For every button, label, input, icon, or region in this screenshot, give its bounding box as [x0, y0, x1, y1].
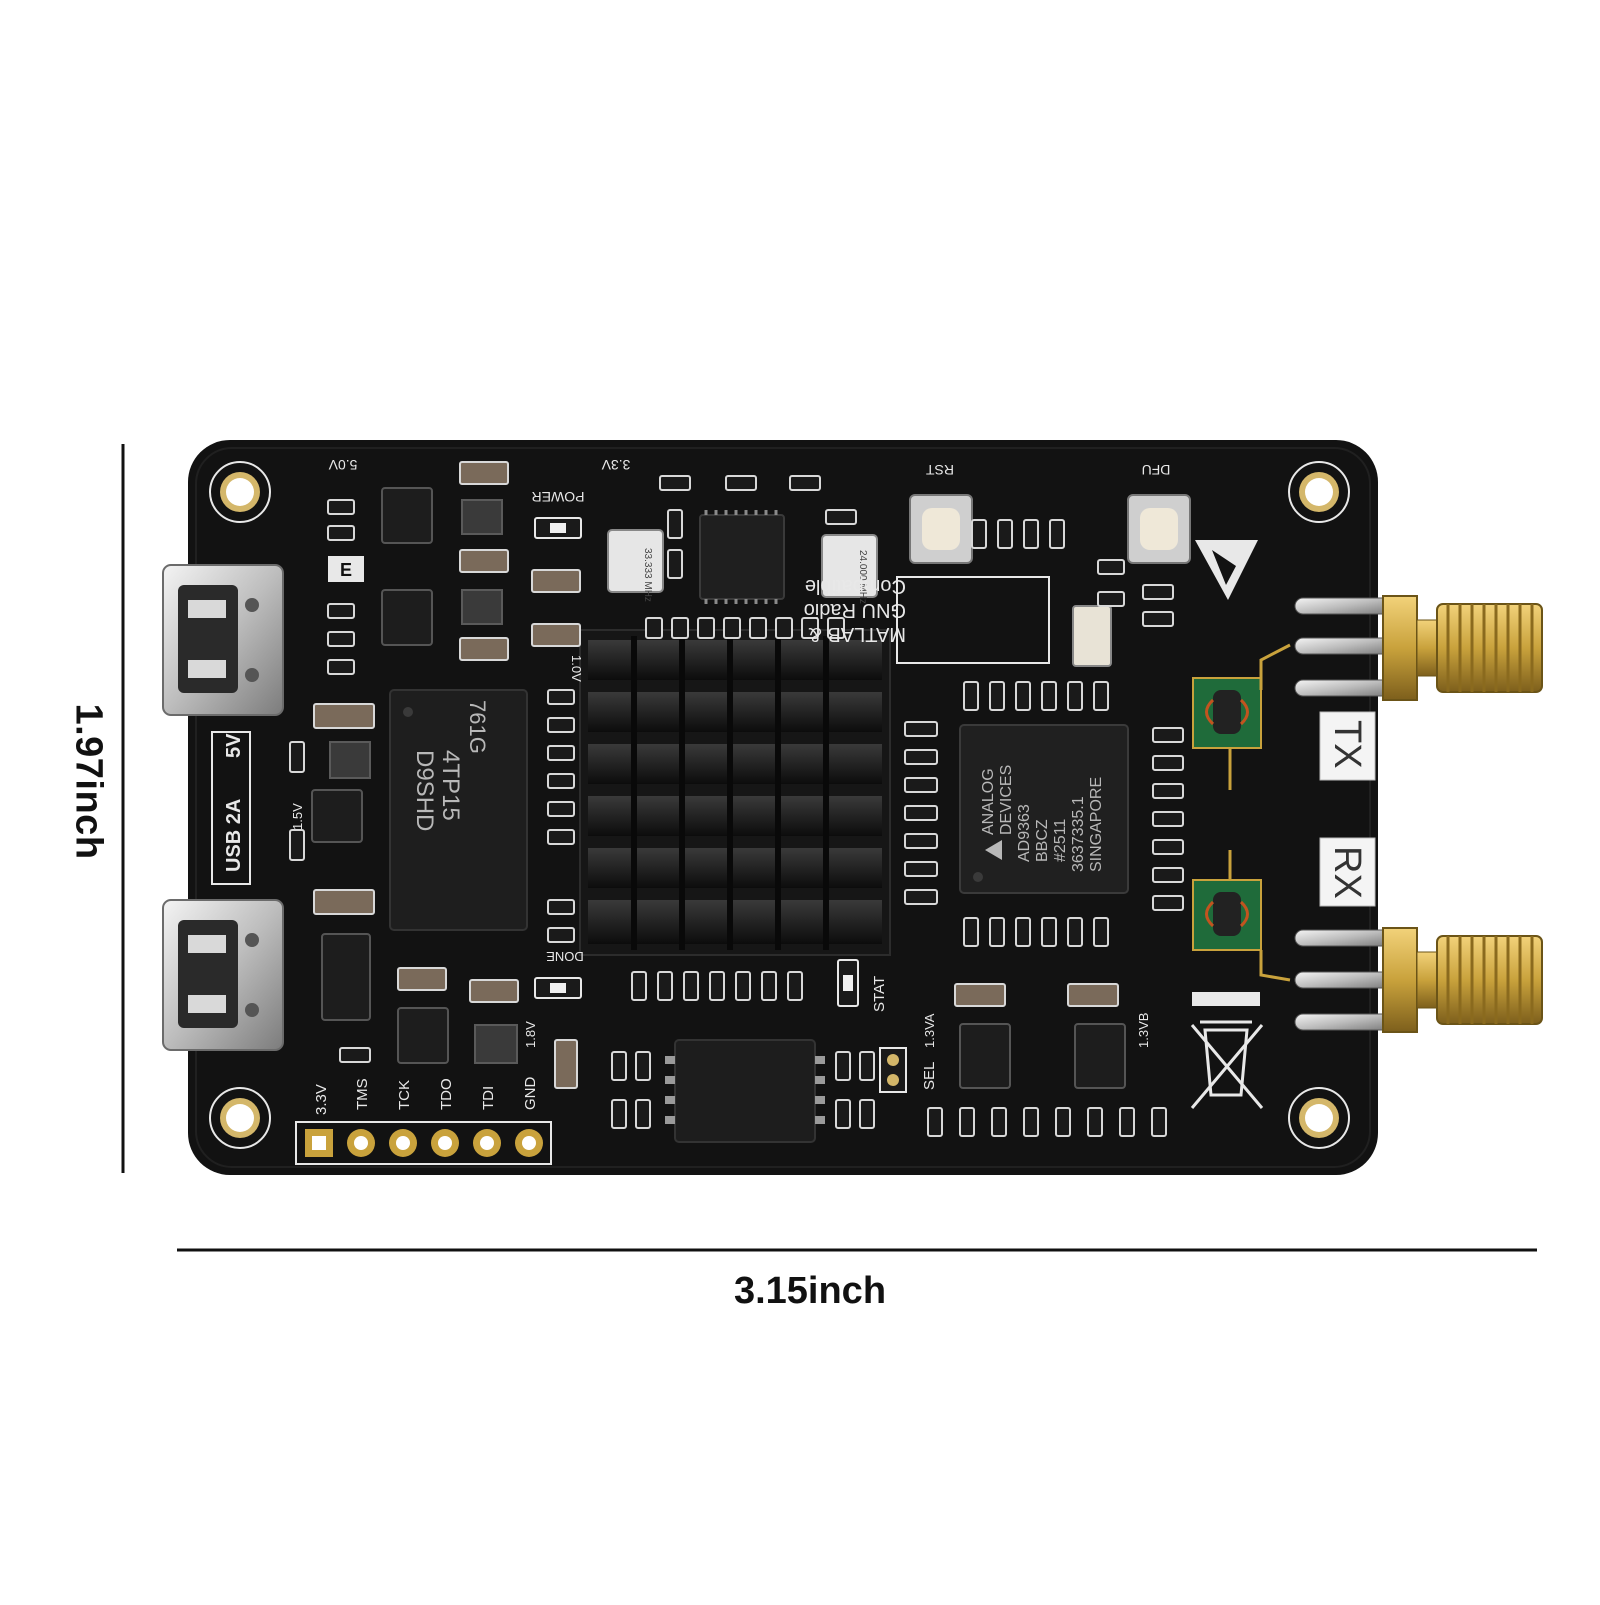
svg-text:TDO: TDO: [438, 1078, 455, 1110]
label-1v3vb: 1.3VB: [1136, 1013, 1151, 1048]
esd-warning-icon: [1195, 540, 1258, 600]
usb-controller-chip: [699, 510, 785, 604]
label-5v: 5.0V: [328, 457, 357, 473]
width-dimension-label: 3.15inch: [733, 1270, 887, 1312]
done-led: [534, 977, 582, 999]
regulator-chip: [311, 487, 1126, 1089]
usb-power-label: USB 2A 5V: [211, 731, 251, 885]
svg-text:D9SHD: D9SHD: [411, 750, 438, 831]
svg-text:761G: 761G: [465, 700, 490, 754]
svg-text:GNU Radio: GNU Radio: [804, 599, 906, 621]
svg-text:3637335.1: 3637335.1: [1070, 796, 1087, 872]
tx-balun: [1192, 677, 1262, 749]
label-1v3va: 1.3VA: [922, 1013, 937, 1048]
svg-text:33.333 MHz: 33.333 MHz: [642, 548, 653, 602]
svg-text:5V: 5V: [223, 733, 245, 758]
ram-chip: 761G 4TP15 D9SHD: [389, 689, 528, 931]
sma-connector-rx[interactable]: [1294, 927, 1543, 1033]
label-dfu: DFU: [1142, 462, 1171, 478]
svg-text:RX: RX: [1326, 846, 1368, 899]
compatibility-label: MATLAB & GNU Radio Compatible: [804, 575, 1050, 664]
mounting-hole: [1288, 461, 1350, 523]
sma-connector-tx[interactable]: [1294, 595, 1543, 701]
svg-text:24.000 MHz: 24.000 MHz: [857, 550, 868, 604]
weee-bin-icon: [1190, 992, 1264, 1109]
power-led: [534, 517, 582, 539]
sel-jumper[interactable]: [879, 1047, 907, 1093]
svg-text:4TP15: 4TP15: [437, 750, 464, 821]
height-dimension-label: 1.97inch: [67, 703, 110, 860]
stat-led: [837, 959, 859, 1007]
mounting-hole: [209, 461, 271, 523]
rx-label: RX: [1319, 837, 1376, 907]
dfu-button[interactable]: [1127, 494, 1191, 564]
heatsink: [579, 629, 891, 956]
crystal-oscillator: 24.000 MHz: [821, 534, 878, 604]
svg-text:DEVICES: DEVICES: [998, 765, 1015, 835]
jtag-pin-labels: 3.3V TMS TCK TDO TDI GND: [313, 1077, 539, 1116]
power-inductor: [329, 499, 518, 1064]
svg-text:BBCZ: BBCZ: [1034, 819, 1051, 862]
flash-memory-chip: [665, 1039, 825, 1143]
label-power: POWER: [532, 489, 585, 505]
mounting-hole: [1288, 1087, 1350, 1149]
svg-text:3.3V: 3.3V: [313, 1084, 330, 1115]
label-3v3-top: 3.3V: [601, 457, 630, 473]
svg-text:TX: TX: [1326, 720, 1368, 769]
svg-text:AD9363: AD9363: [1016, 804, 1033, 862]
svg-text:MATLAB &: MATLAB &: [808, 623, 906, 645]
svg-text:ANALOG: ANALOG: [980, 768, 997, 835]
svg-text:Compatible: Compatible: [805, 575, 906, 597]
smd-component: [289, 461, 1184, 1137]
label-sel: SEL: [921, 1062, 938, 1090]
usb-c-port-bottom[interactable]: [162, 899, 284, 1051]
crystal-oscillator: 33.333 MHz: [607, 529, 664, 602]
jtag-header[interactable]: [295, 1121, 552, 1165]
mounting-hole: [209, 1087, 271, 1149]
svg-text:SINGAPORE: SINGAPORE: [1088, 777, 1105, 872]
tx-label: TX: [1319, 711, 1376, 781]
rx-balun: [1192, 879, 1262, 951]
e-mark: E: [328, 556, 364, 582]
label-1v5: 1.5V: [290, 803, 305, 830]
svg-text:GND: GND: [522, 1077, 539, 1111]
label-stat: STAT: [871, 976, 888, 1012]
svg-text:#2511: #2511: [1052, 819, 1069, 862]
label-1v0: 1.0V: [569, 655, 584, 682]
rst-button[interactable]: [909, 494, 973, 564]
svg-text:TCK: TCK: [396, 1080, 413, 1110]
svg-text:E: E: [340, 560, 352, 580]
label-rst: RST: [926, 462, 954, 478]
svg-text:USB 2A: USB 2A: [223, 799, 245, 872]
svg-text:TDI: TDI: [480, 1086, 497, 1110]
adi-logo-icon: [985, 840, 1002, 860]
label-1v8: 1.8V: [523, 1021, 538, 1048]
ad9363-transceiver-chip: ANALOG DEVICES AD9363 BBCZ #2511 3637335…: [959, 724, 1129, 894]
usb-c-port-top[interactable]: [162, 564, 284, 716]
svg-text:TMS: TMS: [354, 1078, 371, 1110]
label-done: DONE: [546, 949, 584, 964]
